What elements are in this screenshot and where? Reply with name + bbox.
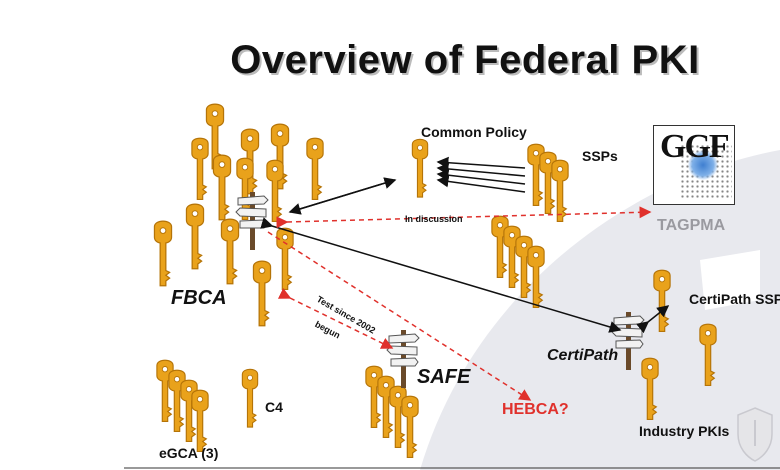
safe-arrow (277, 287, 394, 349)
logo-text: GGF (660, 128, 730, 165)
in-discussion-arrow (276, 206, 652, 229)
ssps-label: SSPs (582, 148, 618, 164)
egca-label: eGCA (3) (159, 445, 219, 461)
key-icon (191, 137, 209, 200)
ggf-logo: GGF (653, 125, 735, 205)
key-icon (306, 137, 324, 200)
page-title: Overview of Federal PKI (230, 38, 700, 82)
certipath-ssp-arrow (636, 305, 670, 334)
watermark-shield-icon (737, 407, 773, 462)
safe-label: SAFE (417, 366, 471, 388)
fbca-label: FBCA (171, 287, 227, 309)
key-icon (185, 203, 205, 270)
key-icon (699, 323, 717, 386)
key-icon (241, 368, 259, 428)
common-policy-to-fbca-arrow (289, 177, 397, 213)
hebca-arrow (267, 231, 532, 401)
key-icon (270, 123, 290, 190)
key-icon (411, 138, 429, 198)
ssp-arrow-4 (436, 175, 526, 193)
key-icon (236, 157, 254, 220)
hebca-label: HEBCA? (502, 401, 569, 418)
key-icon (220, 218, 240, 285)
key-icon (653, 269, 671, 332)
ssp-arrow-2 (436, 162, 526, 177)
industry-pkis-label: Industry PKIs (639, 423, 730, 439)
key-icon (212, 154, 232, 221)
key-icon (641, 357, 659, 420)
key-icon (551, 159, 569, 222)
logo-blue-dot (688, 150, 718, 180)
tagpma-label: TAGPMA (657, 217, 726, 234)
signpost-icon (386, 330, 420, 388)
in-discussion-label: In discussion (405, 214, 463, 224)
key-icon (191, 389, 209, 452)
certipath-label: CertiPath (547, 347, 619, 364)
common-policy-label: Common Policy (421, 124, 527, 140)
fbca-certipath-arrow (260, 217, 622, 333)
ssp-arrow-3 (436, 169, 526, 185)
key-icon (153, 220, 173, 287)
ssp-arrow-1 (436, 156, 526, 169)
key-icon (205, 103, 225, 170)
certipath-ssp-label: CertiPath SSP (689, 291, 780, 307)
key-icon (266, 159, 284, 222)
key-icon (401, 395, 419, 458)
c4-label: C4 (265, 399, 283, 415)
